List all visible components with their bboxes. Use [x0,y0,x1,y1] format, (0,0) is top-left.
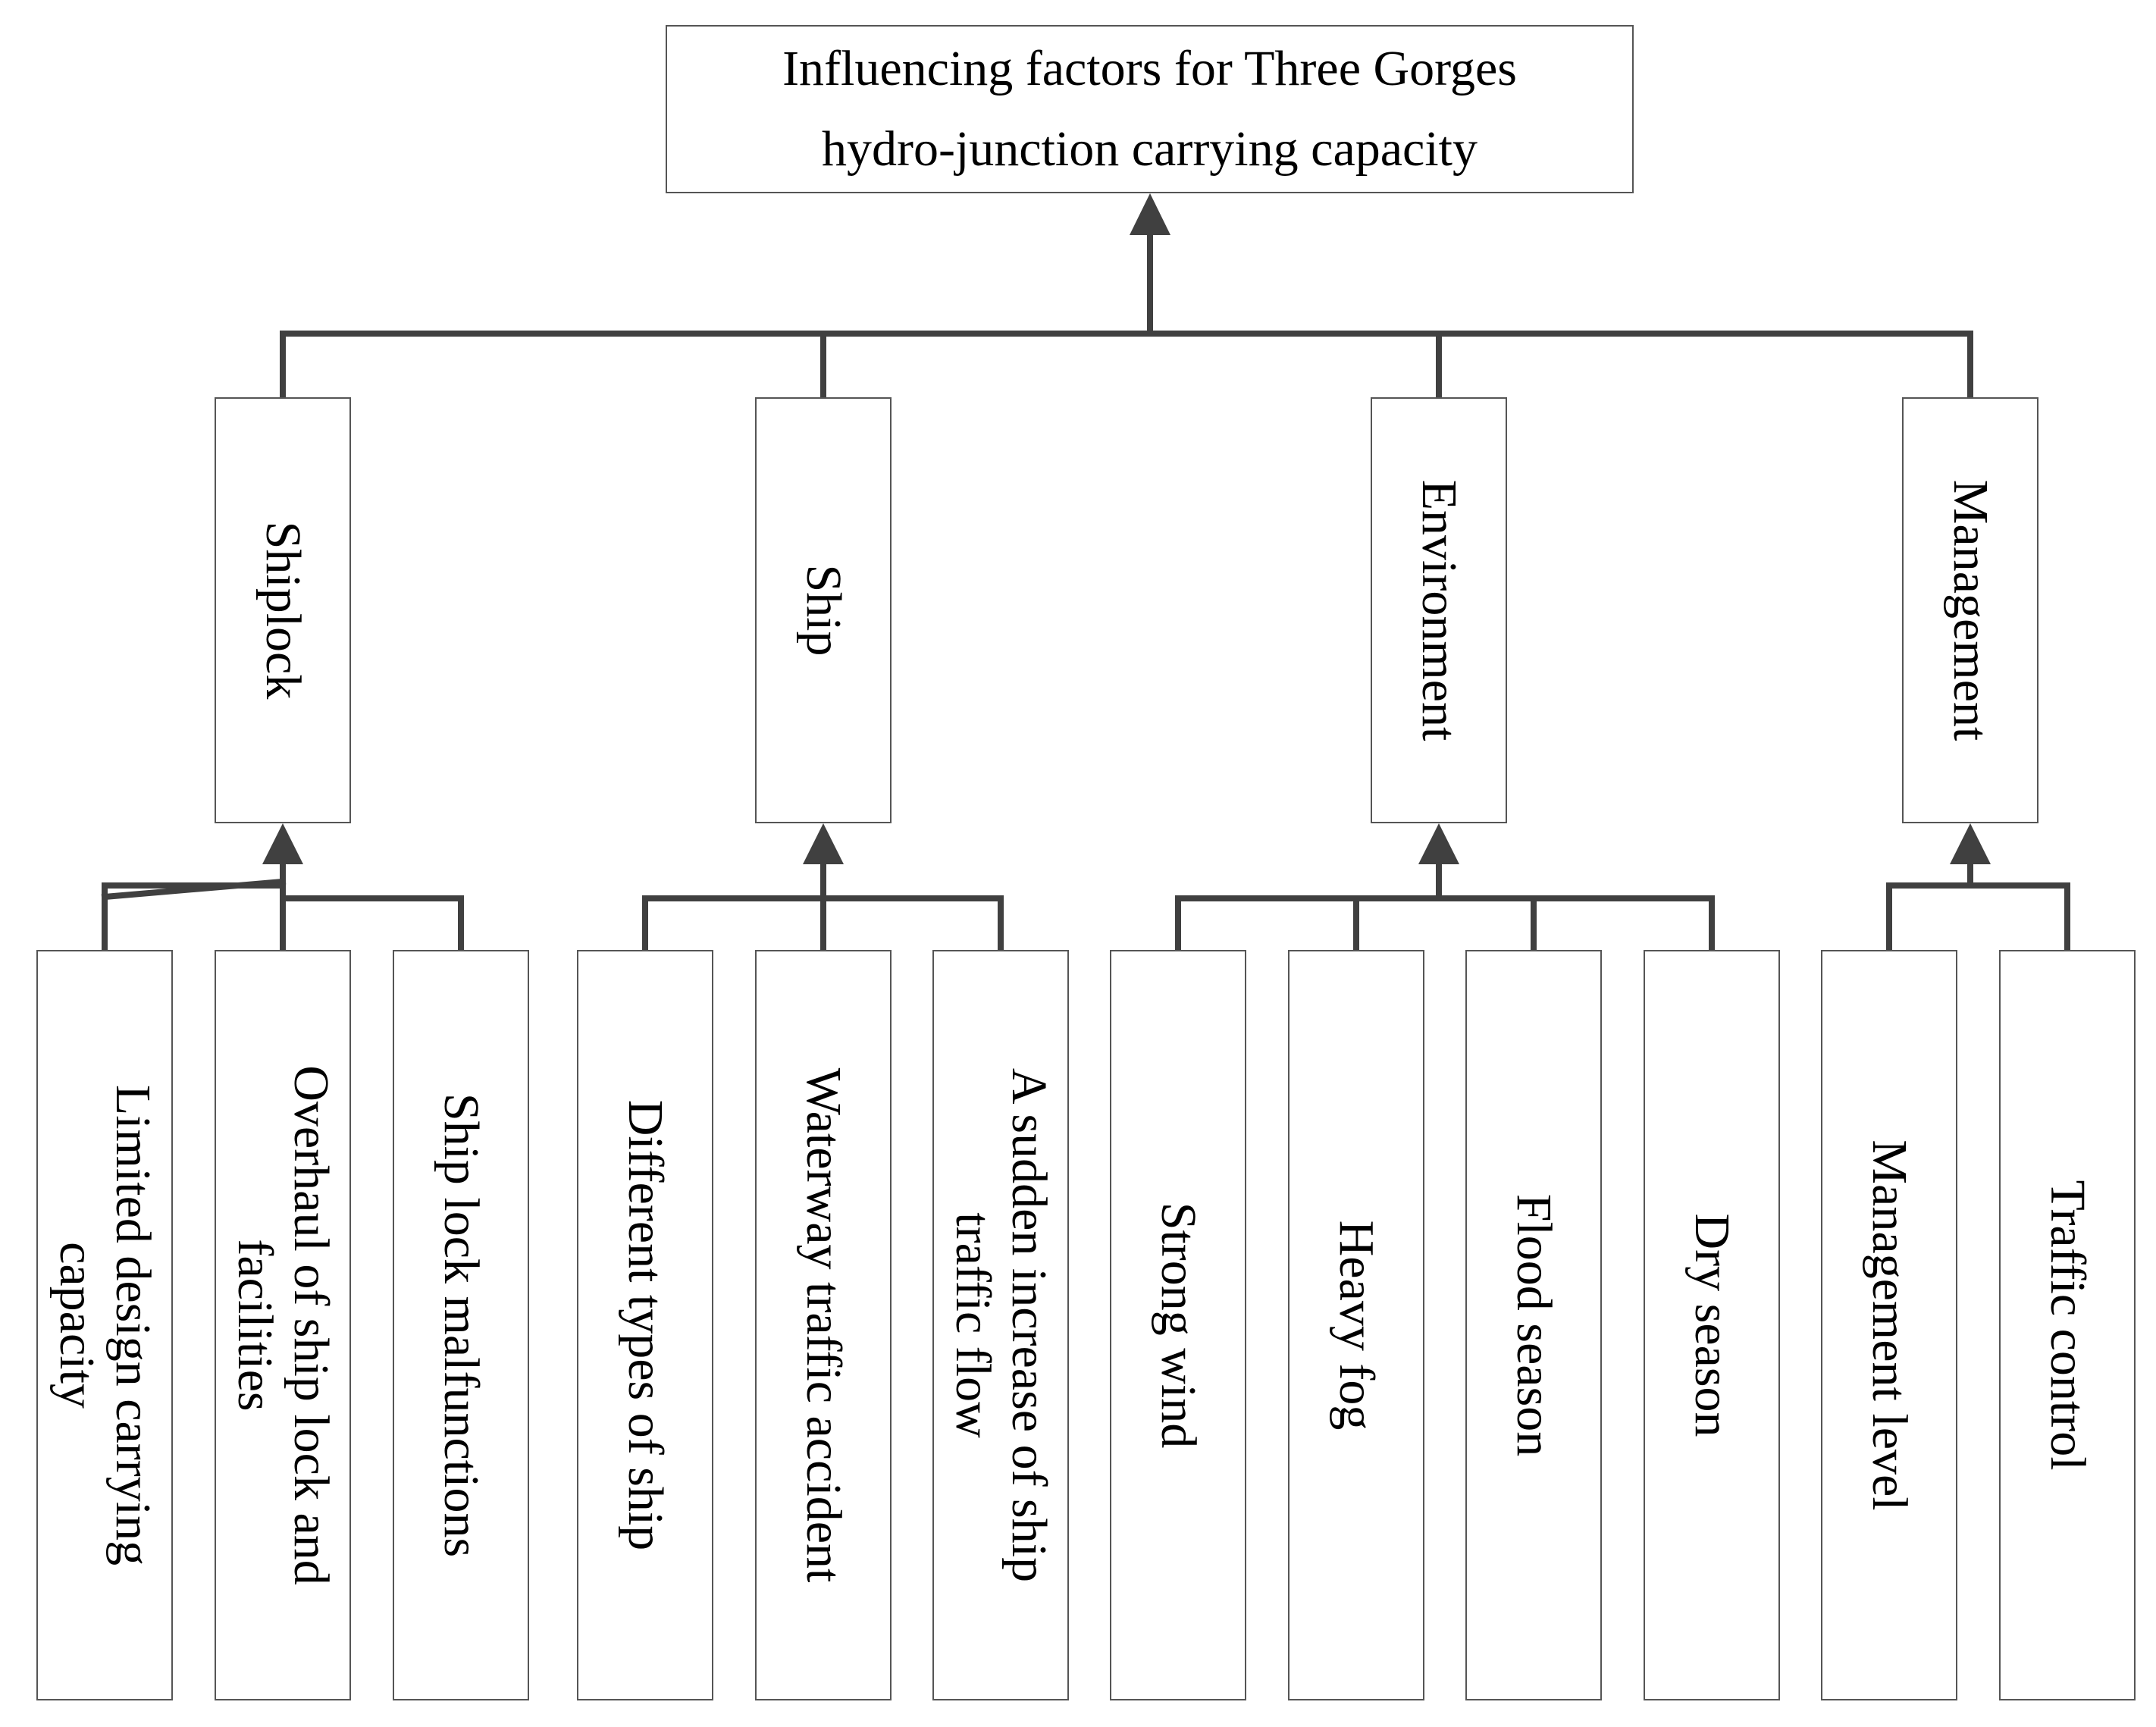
factor-label: Limited design carrying capacity [49,1085,161,1566]
factor-node: Dry season [1644,950,1780,1700]
category-label: Management [1943,479,1998,741]
factor-label-line1: Waterway traffic accident [796,1067,851,1583]
category-node-ship: Ship [755,397,892,823]
factor-node: Waterway traffic accident [755,950,892,1700]
factor-label: Overhaul of ship lock and facilities [227,1065,339,1585]
factor-label-line1: Heavy fog [1329,1220,1384,1431]
factor-node: Limited design carrying capacity [36,950,173,1700]
ship-bus [642,895,1004,953]
factor-label: Different types of ship [617,1100,673,1550]
factor-label: A sudden increase of ship traffic flow [945,1068,1057,1582]
factor-label-line1: Different types of ship [618,1099,673,1551]
factor-node: Flood season [1465,950,1602,1700]
category-node-environment: Environment [1371,397,1507,823]
factor-label-line1: Overhaul of ship lock and [284,1065,339,1585]
factor-label: Dry season [1684,1213,1740,1437]
factor-label-line1: Management level [1862,1139,1917,1511]
root-title-line1: Influencing factors for Three Gorges [782,41,1517,96]
category-label: Ship [796,564,851,657]
factor-label-line2: traffic flow [945,1212,1001,1438]
root-node: Influencing factors for Three Gorges hyd… [666,25,1634,193]
factor-node: Overhaul of ship lock and facilities [215,950,351,1700]
environment-arrowhead [1418,823,1459,864]
management-arrowhead [1950,823,1991,864]
factor-label: Traffic control [2039,1180,2095,1470]
factor-label: Waterway traffic accident [795,1068,851,1583]
shiplock-bus-right [280,895,464,953]
factor-label-line1: Traffic control [2040,1180,2095,1471]
factor-node: Strong wind [1110,950,1246,1700]
root-title-line2: hydro-junction carrying capacity [822,121,1478,177]
factor-node: Ship lock malfunctions [393,950,529,1700]
management-bus [1886,882,2070,953]
category-node-shiplock: Shiplock [215,397,351,823]
root-arrowhead [1130,193,1170,235]
factor-label: Ship lock malfunctions [433,1093,489,1557]
factor-label-line1: Strong wind [1151,1202,1206,1449]
factor-node: A sudden increase of ship traffic flow [932,950,1069,1700]
factor-label: Heavy fog [1328,1221,1384,1431]
factor-node: Management level [1821,950,1957,1700]
shiplock-arrowhead [262,823,303,864]
factor-label-line1: Dry season [1684,1213,1740,1437]
factor-label-line1: Ship lock malfunctions [434,1092,489,1558]
factor-label-line1: Limited design carrying [105,1084,161,1566]
factor-node: Traffic control [1999,950,2136,1700]
category-node-management: Management [1902,397,2038,823]
factor-node: Different types of ship [577,950,713,1700]
factor-label: Flood season [1506,1194,1562,1457]
factor-label: Strong wind [1150,1202,1206,1449]
ship-arrowhead [803,823,844,864]
factor-label-line2: capacity [49,1242,105,1409]
category-label: Shiplock [255,521,311,700]
factor-label: Management level [1861,1139,1917,1510]
factor-label-line1: Flood season [1506,1193,1562,1457]
shiplock-bus-left [102,882,286,953]
factor-label-line1: A sudden increase of ship [1001,1067,1057,1583]
environment-bus [1175,895,1715,953]
factor-label-line2: facilities [227,1239,283,1412]
factor-node: Heavy fog [1288,950,1424,1700]
category-label: Environment [1412,479,1467,741]
